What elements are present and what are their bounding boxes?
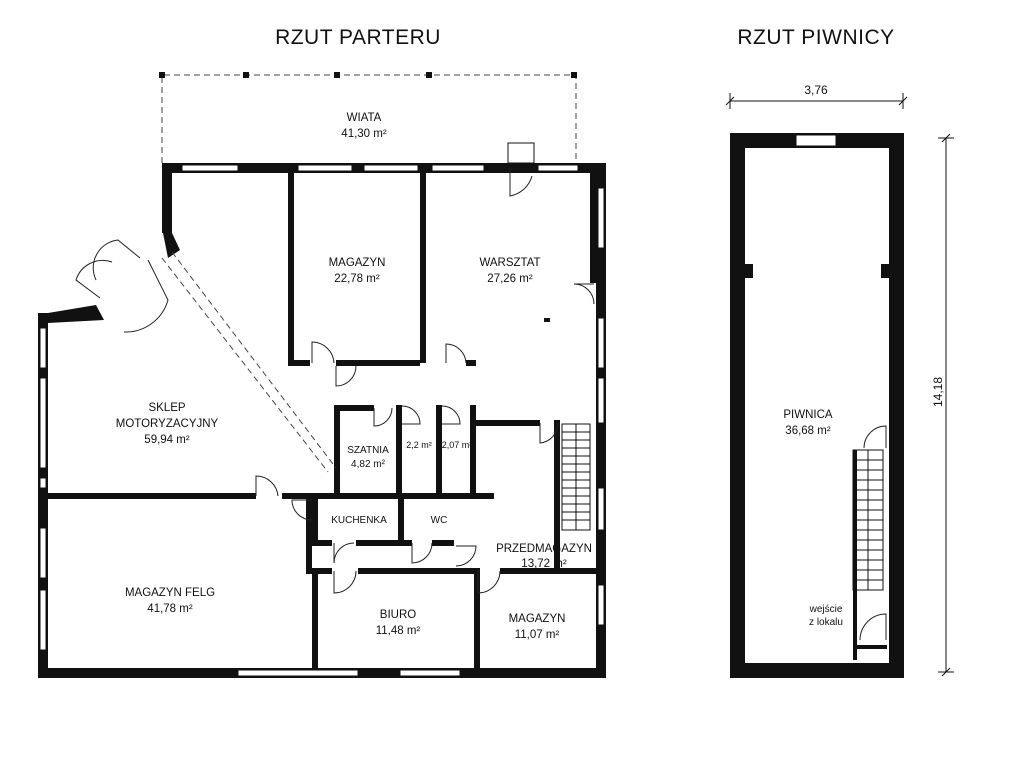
stairs-ground [561,423,591,531]
diagonal-dashed [161,251,337,473]
basement-title: RZUT PIWNICY [737,26,894,49]
basement-plan: 3,76 14,18 [725,83,954,678]
magazyn-bottom-label: MAGAZYN [509,613,566,625]
top-windows [181,142,579,172]
kuchenka-label: KUCHENKA [331,515,387,526]
ground-room-labels: WIATA 41,30 m² MAGAZYN 22,78 m² WARSZTAT… [116,112,592,641]
small-room-b-area: 2,07 m² [442,440,473,450]
warsztat-label: WARSZTAT [479,257,540,269]
sklep-label-2: MOTORYZACYJNY [116,418,219,430]
canopy-outline [159,72,577,163]
piwnica-area: 36,68 m² [785,425,831,437]
sklep-area: 59,94 m² [144,434,190,446]
magazyn-felg-label: MAGAZYN FELG [125,587,215,599]
przedmagazyn-label: PRZEDMAGAZYN [496,543,592,555]
piwnica-label: PIWNICA [783,409,833,421]
biuro-area: 11,48 m² [376,625,421,637]
height-dimension: 14,18 [931,133,954,677]
szatnia-area: 4,82 m² [351,459,386,470]
szatnia-label: SZATNIA [347,445,389,456]
ground-floor-title: RZUT PARTERU [275,26,441,49]
magazyn-felg-area: 41,78 m² [147,603,193,615]
wiata-label: WIATA [347,112,382,124]
wiata-area: 41,30 m² [341,128,387,140]
przedmagazyn-area: 13,72 m² [521,558,567,570]
height-dimension-value: 14,18 [931,377,945,407]
interior-walls [48,173,596,668]
ground-floor-plan: WIATA 41,30 m² MAGAZYN 22,78 m² WARSZTAT… [38,72,606,678]
warsztat-area: 27,26 m² [487,273,533,285]
width-dimension: 3,76 [725,83,908,109]
stairs-basement [852,449,887,660]
magazyn-bottom-area: 11,07 m² [515,629,560,641]
door-swings [75,168,595,594]
sklep-label-1: SKLEP [148,402,185,414]
entrance-label-1: wejście [809,604,843,615]
biuro-label: BIURO [380,609,416,621]
small-room-a-area: 2,2 m² [406,440,432,450]
bottom-windows [237,669,461,677]
width-dimension-value: 3,76 [804,83,828,97]
entrance-label-2: z lokalu [809,617,843,628]
magazyn-top-area: 22,78 m² [334,273,380,285]
wc-label: WC [431,515,448,526]
left-windows [39,327,47,651]
magazyn-top-label: MAGAZYN [329,257,386,269]
right-windows [597,187,605,626]
